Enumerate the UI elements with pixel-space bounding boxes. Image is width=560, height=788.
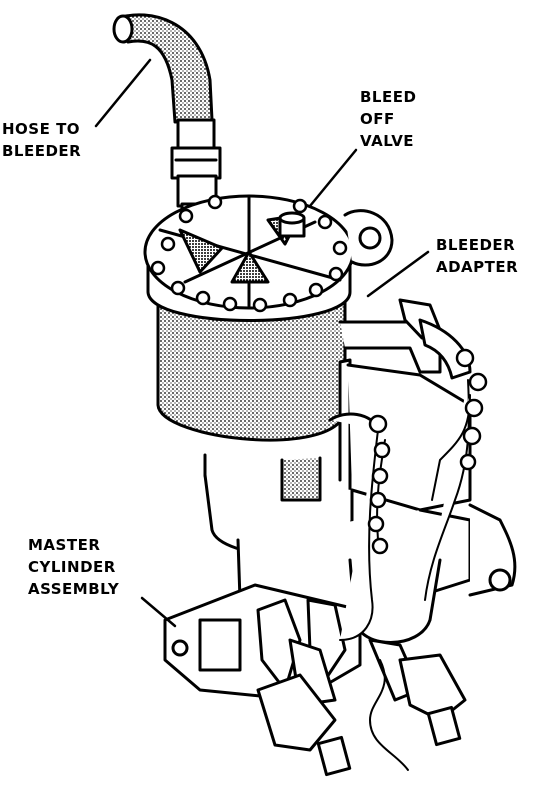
adapter-clamp-arm (338, 298, 472, 380)
loose-wire (369, 659, 409, 771)
bleed-off-valve (278, 211, 306, 238)
lifting-eye (343, 209, 394, 267)
bead-chain (339, 348, 488, 641)
bleed-off-valve-label: BLEED OFF VALVE (360, 88, 417, 150)
master-cylinder-assembly-label: MASTER CYLINDER ASSEMBLY (28, 536, 120, 598)
hose-to-bleeder-label: HOSE TO BLEEDER (2, 120, 82, 160)
brake-line-fitting-left (256, 638, 352, 777)
leader-lines (94, 58, 430, 628)
lid-bolts (150, 194, 348, 313)
hose (112, 13, 214, 124)
bleeder-adapter-label: BLEEDER ADAPTER (436, 236, 519, 276)
brake-line-fitting-right (368, 638, 467, 747)
